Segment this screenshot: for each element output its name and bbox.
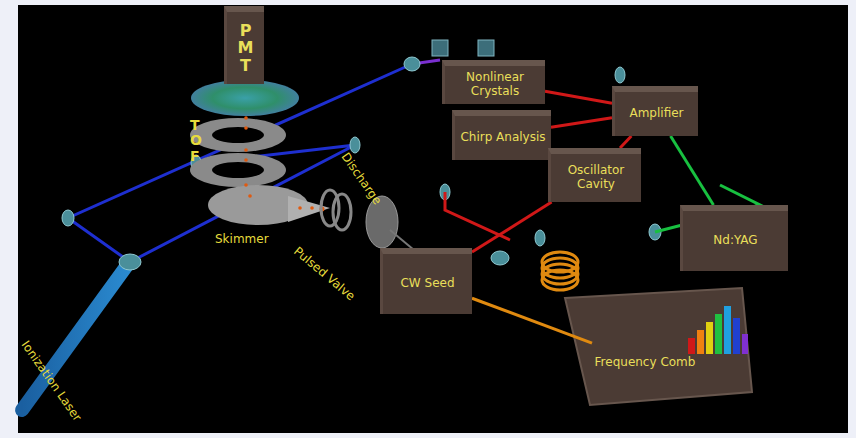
discharge-electrode (321, 190, 351, 230)
part-label: Skimmer (215, 232, 269, 246)
box-label: Nd:YAG (713, 234, 757, 248)
box-label: Chirp Analysis (460, 131, 545, 145)
laser-beam (620, 136, 631, 148)
instrument-box: Nd:YAG (680, 205, 788, 271)
box-label: PMT (238, 22, 254, 75)
ionization-beam (68, 64, 412, 262)
laser-beam (472, 298, 592, 343)
instrument-box: Chirp Analysis (452, 110, 551, 160)
comb-plate (565, 288, 752, 405)
instrument-box: Oscillator Cavity (548, 148, 641, 202)
comb-bar (688, 306, 748, 354)
laser-tube (22, 264, 128, 410)
laser-beam (671, 136, 714, 205)
instrument-box: Amplifier (612, 86, 698, 136)
background (18, 5, 848, 433)
laser-beam (545, 91, 612, 103)
instrument-box: Frequency Comb (592, 340, 698, 386)
ion-dots (244, 116, 324, 211)
box-label: Amplifier (629, 107, 683, 121)
instrument-box: Nonlinear Crystals (442, 60, 545, 104)
fiber-coil (542, 252, 578, 290)
part-label: TOF (190, 118, 204, 164)
mirror (62, 57, 661, 270)
instrument-box: CW Seed (380, 248, 472, 314)
box-label: Nonlinear Crystals (445, 71, 545, 99)
box-label: Oscillator Cavity (551, 164, 641, 192)
crystal-cube (432, 40, 494, 56)
instrument-box: PMT (224, 6, 264, 84)
laser-beam (551, 118, 612, 128)
detector-plate (191, 80, 299, 116)
box-label: Frequency Comb (595, 356, 696, 370)
box-label: CW Seed (400, 277, 454, 291)
laser-beam (472, 202, 552, 252)
